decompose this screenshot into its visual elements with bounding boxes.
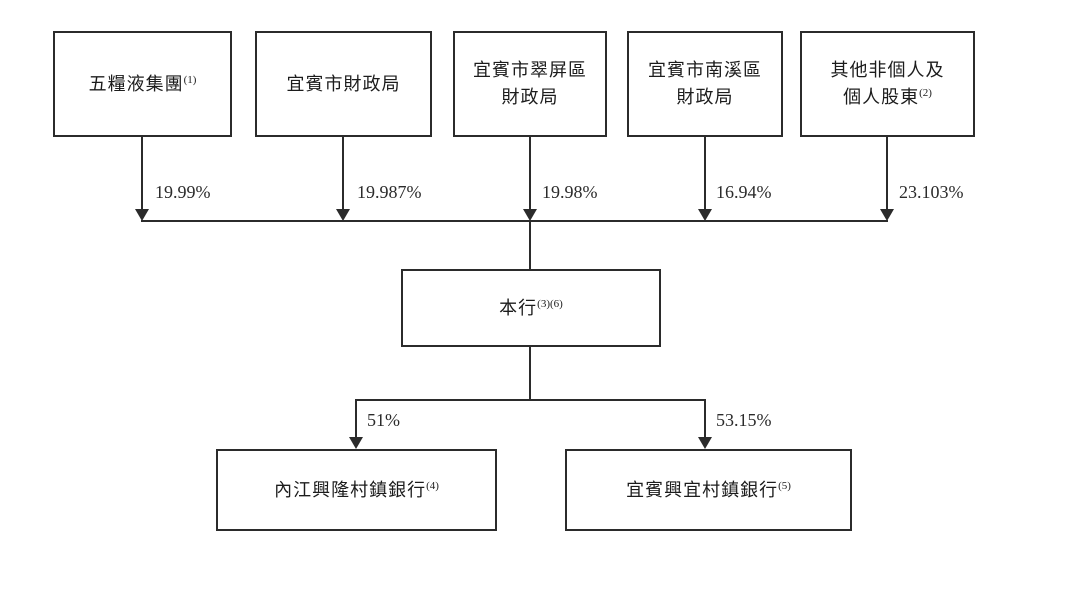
node-the-bank: 本行(3)(6) <box>401 269 661 347</box>
collector-line <box>141 220 888 222</box>
footnote-marker: (1) <box>183 73 197 86</box>
node-neijiang-xinglong-bank: 內江興隆村鎮銀行(4) <box>216 449 497 531</box>
ownership-label: 53.15% <box>716 410 772 430</box>
ownership-label: 19.987% <box>357 182 422 202</box>
node-label: 五糧液集團(1) <box>88 73 197 94</box>
connector-stem <box>704 399 706 438</box>
connector-stem <box>886 137 888 211</box>
node-label: 宜賓市南溪區財政局 <box>648 60 762 107</box>
node-label: 本行(3)(6) <box>499 297 563 318</box>
ownership-label: 16.94% <box>716 182 772 202</box>
node-label: 宜賓興宜村鎮銀行(5) <box>626 479 791 500</box>
ownership-label: 19.98% <box>542 182 598 202</box>
connector-stem <box>355 399 357 438</box>
arrow-down-icon <box>135 209 149 221</box>
footnote-marker: (5) <box>778 479 791 492</box>
arrow-down-icon <box>336 209 350 221</box>
branch-line <box>355 399 706 401</box>
arrow-down-icon <box>698 209 712 221</box>
arrow-down-icon <box>880 209 894 221</box>
node-label: 其他非個人及個人股東(2) <box>830 60 945 107</box>
connector-stem <box>704 137 706 211</box>
node-yibin-xingyi-bank: 宜賓興宜村鎮銀行(5) <box>565 449 852 531</box>
node-wuliangye-group: 五糧液集團(1) <box>53 31 232 137</box>
node-cuiping-district-finance-bureau: 宜賓市翠屏區財政局 <box>453 31 607 137</box>
connector-stem <box>529 137 531 211</box>
ownership-label: 23.103% <box>899 182 964 202</box>
node-yibin-finance-bureau: 宜賓市財政局 <box>255 31 432 137</box>
connector-stem <box>529 220 531 269</box>
arrow-down-icon <box>523 209 537 221</box>
node-other-shareholders: 其他非個人及個人股東(2) <box>800 31 975 137</box>
arrow-down-icon <box>349 437 363 449</box>
connector-stem <box>342 137 344 211</box>
footnote-marker: (2) <box>919 87 932 99</box>
node-label: 宜賓市財政局 <box>286 73 401 94</box>
ownership-label: 19.99% <box>155 182 211 202</box>
footnote-marker: (4) <box>426 479 439 492</box>
connector-stem <box>141 137 143 211</box>
arrow-down-icon <box>698 437 712 449</box>
node-nanxi-district-finance-bureau: 宜賓市南溪區財政局 <box>627 31 783 137</box>
node-label: 內江興隆村鎮銀行(4) <box>274 479 439 500</box>
ownership-label: 51% <box>367 410 400 430</box>
footnote-marker: (3)(6) <box>537 297 563 310</box>
node-label: 宜賓市翠屏區財政局 <box>473 60 587 107</box>
connector-stem <box>529 347 531 401</box>
